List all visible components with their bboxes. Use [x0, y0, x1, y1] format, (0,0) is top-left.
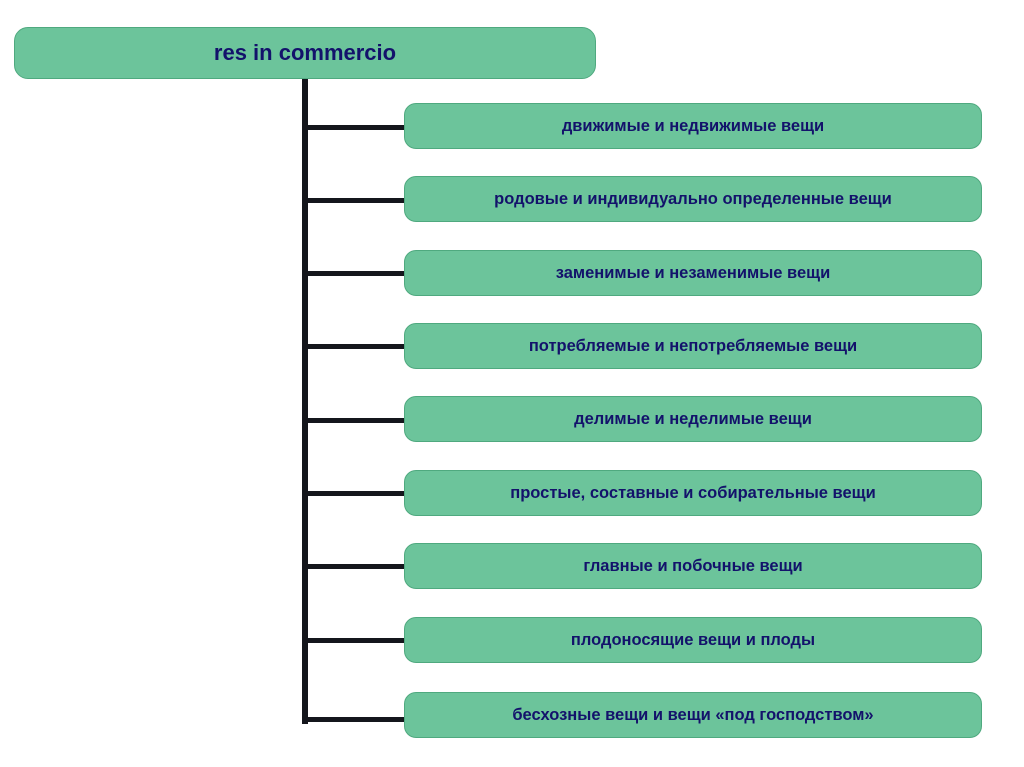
- root-node: res in commercio: [14, 27, 596, 79]
- child-node-5: делимые и неделимые вещи: [404, 396, 982, 442]
- branch-line-1: [305, 125, 405, 130]
- branch-line-7: [305, 564, 405, 569]
- child-node-4: потребляемые и непотребляемые вещи: [404, 323, 982, 369]
- child-node-6: простые, составные и собирательные вещи: [404, 470, 982, 516]
- branch-line-9: [305, 717, 405, 722]
- tree-trunk-line: [302, 79, 308, 724]
- child-node-7: главные и побочные вещи: [404, 543, 982, 589]
- child-node-1: движимые и недвижимые вещи: [404, 103, 982, 149]
- child-node-3: заменимые и незаменимые вещи: [404, 250, 982, 296]
- branch-line-4: [305, 344, 405, 349]
- branch-line-8: [305, 638, 405, 643]
- branch-line-3: [305, 271, 405, 276]
- child-node-9: бесхозные вещи и вещи «под господством»: [404, 692, 982, 738]
- branch-line-6: [305, 491, 405, 496]
- branch-line-5: [305, 418, 405, 423]
- child-node-2: родовые и индивидуально определенные вещ…: [404, 176, 982, 222]
- child-node-8: плодоносящие вещи и плоды: [404, 617, 982, 663]
- branch-line-2: [305, 198, 405, 203]
